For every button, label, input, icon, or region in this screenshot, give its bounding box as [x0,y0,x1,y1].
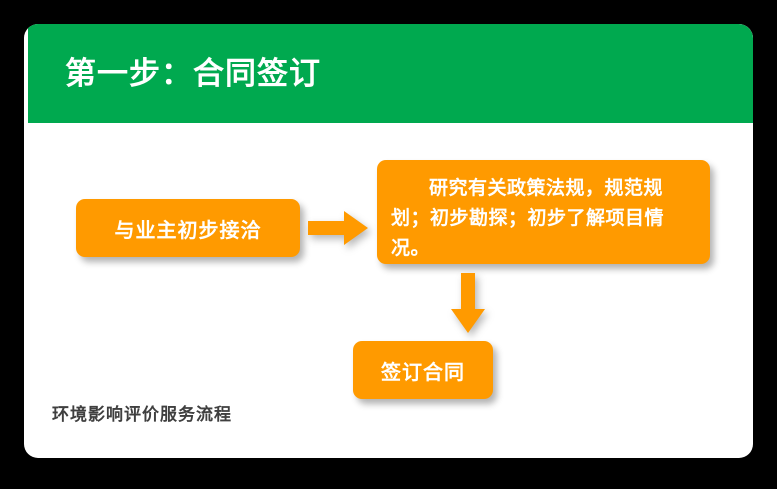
flow-node-contact[interactable]: 与业主初步接洽 [76,199,300,257]
flow-node-sign-label: 签订合同 [381,361,465,384]
slide-caption: 环境影响评价服务流程 [52,405,232,424]
arrow-down-icon [451,273,485,333]
slide-card: 第一步：合同签订 与业主初步接洽 研究有关政策法规，规范规划；初步勘探；初步了解… [24,24,753,458]
flow-node-research-label: 研究有关政策法规，规范规划；初步勘探；初步了解项目情况。 [391,178,665,259]
flow-node-contact-label: 与业主初步接洽 [114,219,262,242]
slide-title: 第一步：合同签订 [65,56,321,91]
arrow-right-icon [308,211,368,245]
flow-node-sign[interactable]: 签订合同 [353,341,493,399]
flow-node-research[interactable]: 研究有关政策法规，规范规划；初步勘探；初步了解项目情况。 [377,160,710,264]
slide-header-band: 第一步：合同签订 [28,24,753,123]
